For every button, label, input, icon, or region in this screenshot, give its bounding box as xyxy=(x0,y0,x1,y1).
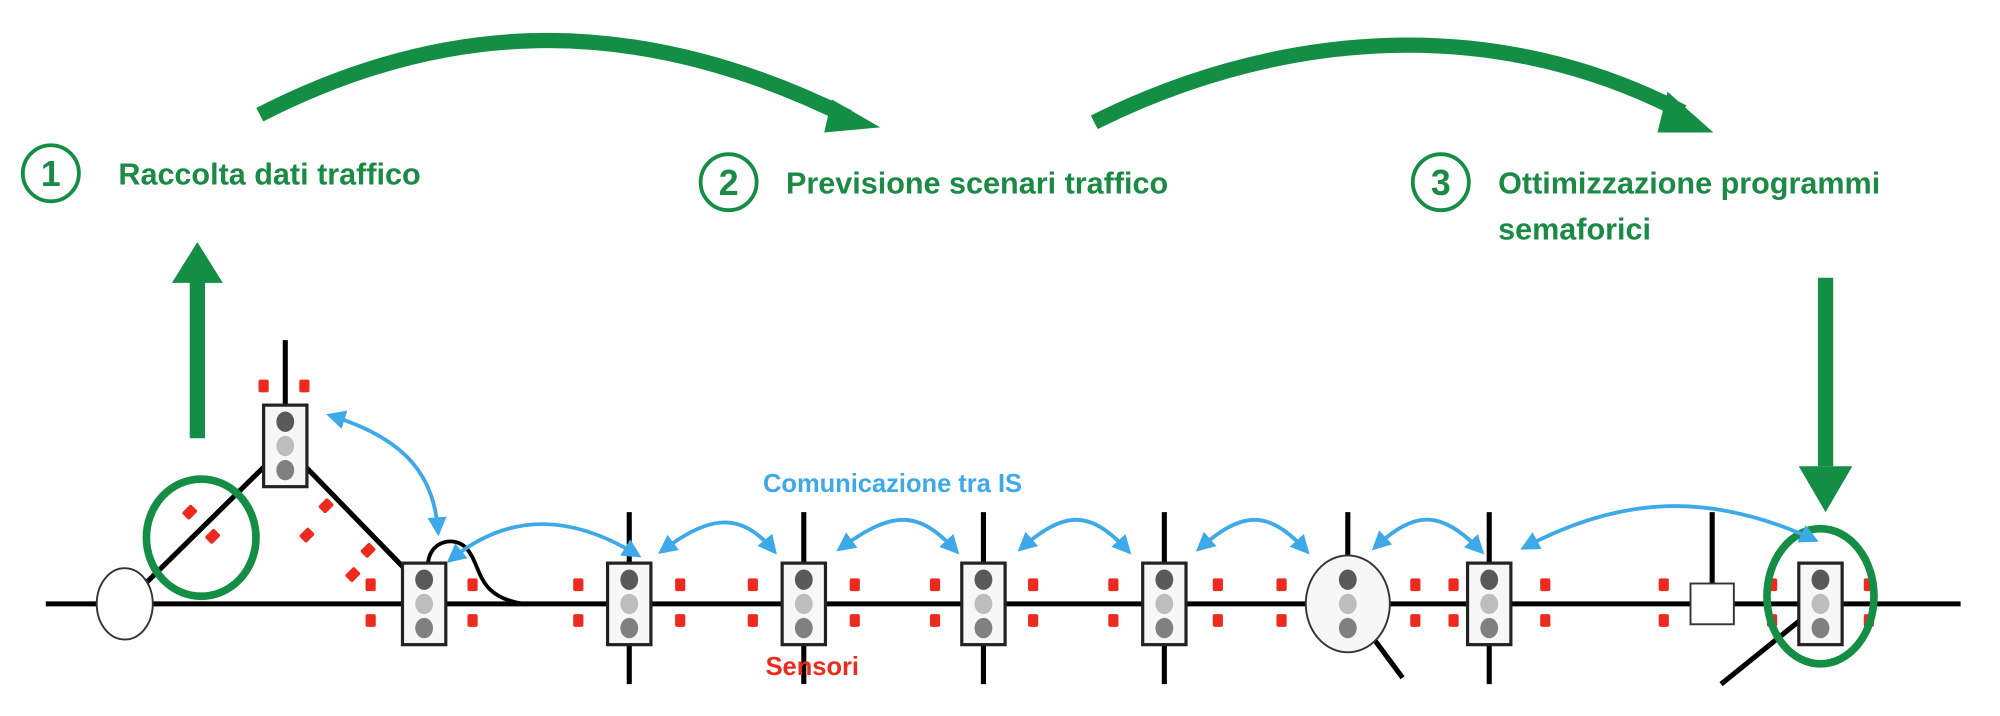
step-number: 2 xyxy=(719,163,739,203)
sensor-icon xyxy=(365,578,376,592)
sensor-icon xyxy=(849,578,860,592)
sensor-icon xyxy=(1410,578,1421,592)
step-number-badge xyxy=(1410,152,1471,213)
traffic-light-icon xyxy=(1304,554,1391,654)
process-flow-arrows xyxy=(171,32,1853,513)
step-3: 3 Ottimizzazione programmi semaforici xyxy=(1410,152,1880,247)
up-arrow-shaft xyxy=(189,277,206,439)
sensor-icon xyxy=(1448,578,1459,592)
comm-arrow xyxy=(1520,504,1819,550)
sensor-icon xyxy=(849,614,860,627)
comm-arrow xyxy=(1195,517,1310,555)
step-number-badge xyxy=(20,143,81,204)
comm-arrow xyxy=(326,410,447,537)
sensor-icon xyxy=(747,578,758,592)
sensor-icon xyxy=(467,578,478,592)
flow-arrow-2-to-3 xyxy=(1090,37,1687,130)
sensor-icon xyxy=(1540,578,1551,592)
step-label-line-2: semaforici xyxy=(1498,213,1651,247)
up-arrow-head-icon xyxy=(171,242,223,283)
sensor-icon xyxy=(360,543,376,558)
sensor-icon xyxy=(747,614,758,627)
sensor-icon xyxy=(1108,614,1119,627)
arrow-head-icon xyxy=(1657,91,1714,133)
traffic-light-icon xyxy=(960,561,1007,647)
sensor-icon xyxy=(1028,578,1039,592)
sensor-icon xyxy=(1276,614,1287,627)
step-label: Previsione scenari traffico xyxy=(786,167,1168,201)
sensor-icon xyxy=(299,379,310,393)
sensor-icon xyxy=(345,567,361,582)
sensor-icon xyxy=(1276,578,1287,592)
sensor-icon xyxy=(1658,614,1669,627)
sensor-icon xyxy=(1540,614,1551,627)
traffic-light-icon xyxy=(780,561,828,647)
traffic-light-icon xyxy=(606,561,653,647)
step-number: 3 xyxy=(1431,163,1451,203)
comm-arrow xyxy=(446,522,642,564)
step-2: 2 Previsione scenari traffico xyxy=(698,152,1168,213)
traffic-light-icon xyxy=(1141,561,1188,647)
comm-arrow xyxy=(658,520,777,555)
step-label: Raccolta dati traffico xyxy=(118,158,420,192)
sensor-icon xyxy=(675,578,686,592)
communication-arrows xyxy=(326,410,1819,564)
highlight-circle-source xyxy=(142,475,260,601)
traffic-light-icon xyxy=(400,561,448,647)
sensors-label: Sensori xyxy=(766,653,859,681)
sensor-icon xyxy=(1658,578,1669,592)
sensor-icon xyxy=(1028,614,1039,627)
sensor-icon xyxy=(675,614,686,627)
communication-label: Comunicazione tra IS xyxy=(763,470,1022,498)
sensor-icon xyxy=(299,527,315,543)
sensor-icon xyxy=(929,614,941,627)
sensor-icon xyxy=(1212,578,1223,592)
sensor-icon xyxy=(318,498,334,514)
roundabout-icon xyxy=(95,567,154,641)
comm-arrow xyxy=(1371,517,1485,555)
sensor-icon xyxy=(1108,578,1119,592)
sensor-icon xyxy=(182,504,198,520)
traffic-light-icon xyxy=(1465,561,1513,647)
junction-box xyxy=(1689,582,1735,626)
down-arrow-head-icon xyxy=(1798,466,1853,513)
sensor-icon xyxy=(1448,614,1459,627)
sensor-icon xyxy=(205,529,220,544)
traffic-light-icon xyxy=(1797,561,1844,647)
sensor-icon xyxy=(573,614,584,627)
step-1: 1 Raccolta dati traffico xyxy=(20,143,421,204)
sensor-icon xyxy=(573,578,584,592)
sensor-icon xyxy=(365,614,376,627)
traffic-light-icon xyxy=(262,403,309,489)
sensor-icon xyxy=(467,614,478,627)
step-label-line-1: Ottimizzazione programmi xyxy=(1498,167,1880,201)
highlight-circle-target xyxy=(1763,524,1878,668)
sensor-icon xyxy=(929,578,941,592)
traffic-lights xyxy=(262,403,1844,654)
road-left-diagonal xyxy=(122,444,288,606)
sensor-icon xyxy=(1212,614,1223,627)
comm-arrow xyxy=(1017,517,1132,555)
arrow-head-icon xyxy=(824,99,881,133)
flow-arrow-1-to-2 xyxy=(256,32,852,125)
step-number: 1 xyxy=(41,154,61,194)
sensor-icon xyxy=(258,379,269,393)
step-number-badge xyxy=(698,152,759,213)
down-arrow-shaft xyxy=(1817,277,1834,467)
sensor-icon xyxy=(1410,614,1421,627)
comm-arrow xyxy=(836,517,960,555)
